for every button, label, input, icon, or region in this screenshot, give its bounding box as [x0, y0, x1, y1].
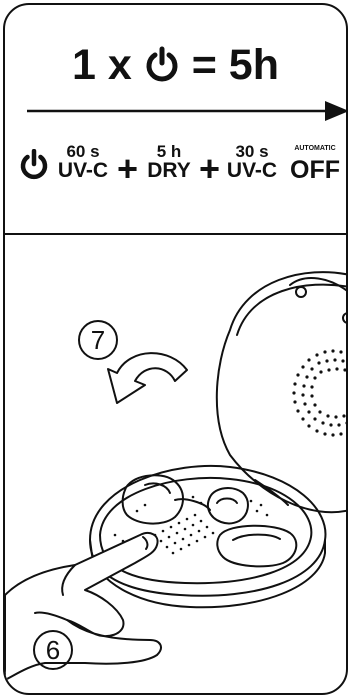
power-icon — [144, 44, 180, 93]
step-uvc-30s: 30 s UV-C — [221, 143, 283, 181]
step-dry-5h: 5 h DRY — [141, 143, 197, 181]
long-arrow-icon — [27, 99, 348, 123]
earbud-right — [217, 526, 296, 567]
hand — [5, 533, 161, 680]
step-automatic-off: AUTOMATIC OFF — [285, 145, 345, 183]
plus-sign: + — [199, 151, 220, 187]
lid-dot-pattern — [292, 349, 348, 436]
charging-case-illustration: 7 6 — [5, 235, 348, 695]
headline-count: 1 x — [72, 41, 132, 89]
headline-result: = 5h — [192, 41, 279, 89]
cycle-formula: 60 s UV-C + 5 h DRY + 30 s UV-C AUTOMATI… — [19, 139, 345, 199]
step-6-label: 6 — [46, 635, 60, 665]
plus-sign: + — [117, 151, 138, 187]
rotate-arrow-icon — [108, 353, 187, 403]
step-7-label: 7 — [91, 325, 105, 355]
instruction-card: 1 x = 5h 60 s UV-C + 5 h DRY + — [3, 3, 348, 695]
case-lid — [217, 272, 348, 512]
headline: 1 x = 5h — [5, 41, 346, 93]
step-uvc-60s: 60 s UV-C — [53, 143, 113, 181]
earbud-center — [208, 488, 248, 523]
power-icon — [19, 149, 49, 186]
